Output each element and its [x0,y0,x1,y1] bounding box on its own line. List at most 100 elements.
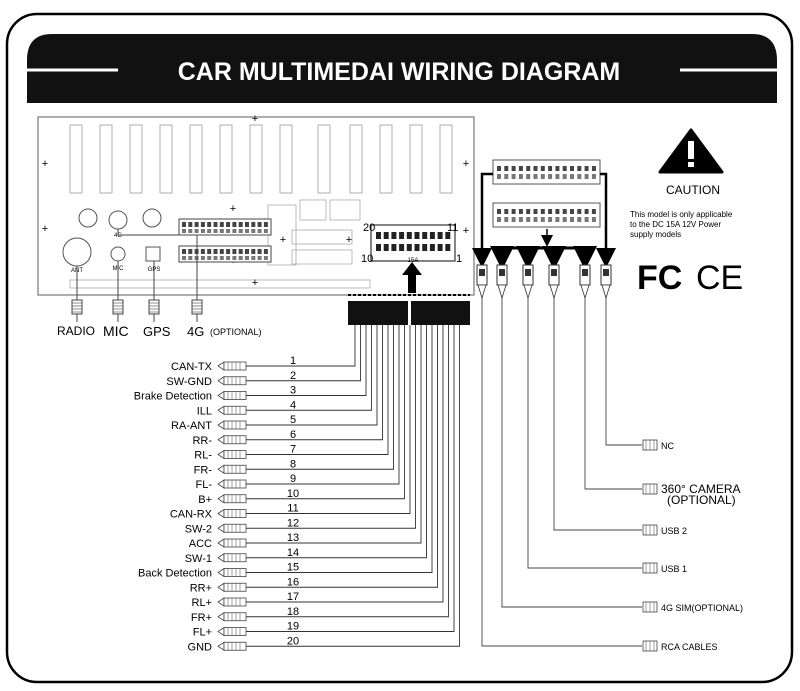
pin-number: 12 [287,517,299,529]
pin-wire [246,325,433,573]
pin-wire [246,325,411,514]
pin-plug [223,538,247,548]
pin-wire [246,325,361,382]
pin-wire [246,325,455,632]
pin-plug [223,553,247,563]
right-port-wire [553,298,642,531]
svg-text:+: + [463,158,469,170]
antenna-plugs [71,299,203,322]
pin-row: CAN-TX 1 [171,355,296,373]
diagram-title: CAR MULTIMEDAI WIRING DIAGRAM [178,58,621,86]
connector-label-15a: 15A [408,258,419,264]
pin-number: 4 [290,399,296,411]
pin-plug [223,494,247,504]
pin-label: ILL [197,405,212,417]
pin-number: 6 [290,429,296,441]
small-connector-upper [178,218,272,236]
right-port-wire [481,298,642,647]
mount-markers: ++++++++++ [42,113,469,289]
pin-row: ILL 4 [197,399,296,417]
right-port-label: 360° CAMERA [661,482,741,496]
pin-plug [223,361,247,371]
pin-wire [246,325,400,485]
aux-plug-pin [525,269,531,276]
pin-plug [223,612,247,622]
right-port-wire [605,298,642,446]
pin-number: 5 [290,414,296,426]
right-port: 360° CAMERA(OPTIONAL) [642,482,741,507]
antenna-cables [76,229,198,300]
pin-number: 2 [290,370,296,382]
pin-number: 20 [287,635,299,647]
pin-wire [246,325,422,544]
pin-number: 3 [290,385,296,397]
aux-plug-tip [601,284,611,300]
harness-wires [246,325,460,647]
pin-row: B+10 [198,488,299,506]
pin-label: ACC [189,538,212,550]
right-port-label: RCA CABLES [661,642,718,652]
cooling-ribs [69,124,453,289]
pin-plug [223,420,247,430]
pin-wire [246,325,438,588]
right-port: USB 2 [642,524,687,536]
socket-4g [108,210,128,230]
aux-plug-tip [497,284,507,300]
right-port-wire [584,298,642,490]
aux-connectors [472,159,616,270]
aux-plug-tip [523,284,533,300]
pin-number: 11 [287,503,298,515]
ce-mark: CE [696,259,743,297]
right-port: RCA CABLES [642,640,718,652]
right-port: USB 1 [642,562,687,574]
right-port-plugs [476,264,612,300]
pin-number: 7 [290,444,296,456]
pin-number: 14 [287,547,299,559]
pin-plug [223,450,247,459]
harness-block-right [411,301,470,325]
caution-line-2: to the DC 15A 12V Power [630,220,722,229]
caution-line-3: supply models [630,230,681,239]
pin-wire [246,325,427,559]
pin-label: FR+ [191,612,212,624]
pin-wire [246,325,383,441]
pin-label: CAN-TX [171,361,213,373]
pin-wire [246,325,405,500]
socket-mic [110,246,126,262]
svg-text:+: + [42,223,48,235]
socket-ant [62,237,92,267]
pin-row: RR-6 [192,429,296,447]
pin-wire [246,325,394,470]
pin-wire [246,325,416,529]
port-radio-label: RADIO [57,324,95,338]
port-4g-label: 4G [187,324,204,339]
pin-label: RA-ANT [171,420,212,432]
pin-label: RL+ [192,597,213,609]
pin-plug [223,641,247,651]
pin-wire [246,325,460,647]
pin-plug [223,391,247,400]
pin-row: RA-ANT 5 [171,414,296,432]
svg-text:+: + [230,203,236,215]
pin-row: RL+17 [192,591,300,609]
right-port-label: NC [661,441,674,451]
aux-plug-pin [603,269,609,276]
connector-label-11: 11 [447,222,458,234]
aux-plug-pin [582,269,588,276]
label-4g-socket: 4G [114,233,122,239]
right-port: NC [642,439,674,451]
pin-number: 1 [290,355,296,367]
connector-arrow [402,262,422,293]
svg-text:+: + [280,234,286,246]
caution-title: CAUTION [666,183,720,197]
pin-plug [223,405,247,415]
pin-wire [246,325,367,396]
connector-label-1: 1 [456,253,462,265]
pin-plug [223,582,247,592]
